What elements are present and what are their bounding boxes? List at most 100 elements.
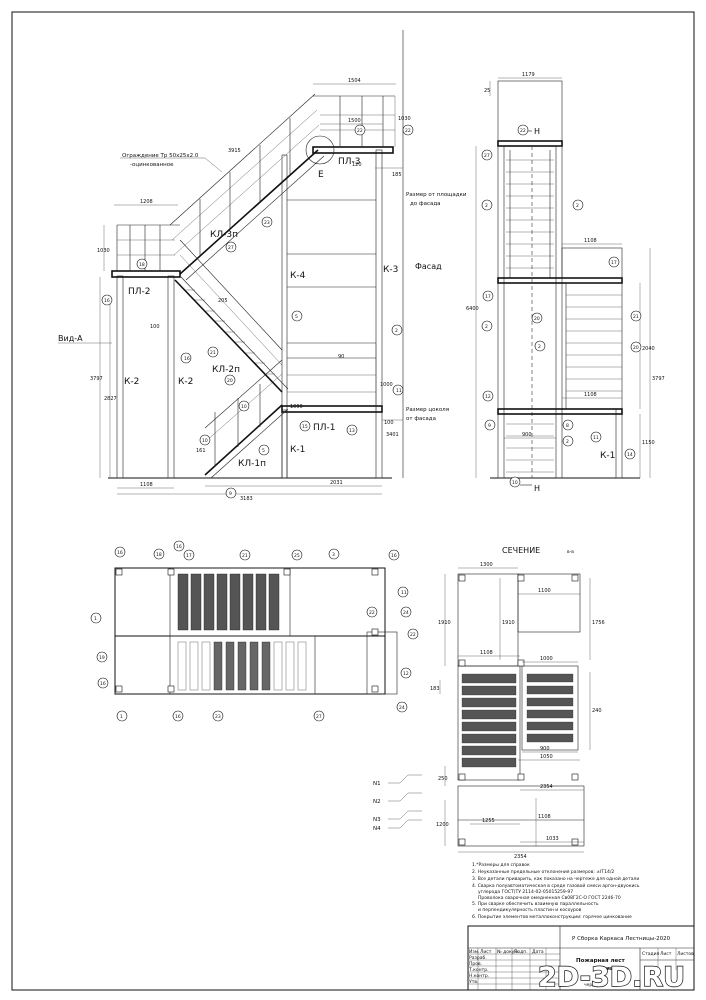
svg-text:21: 21 bbox=[210, 350, 216, 356]
label-k1-front: К-1 bbox=[600, 451, 615, 461]
label-k4: К-4 bbox=[290, 271, 306, 281]
svg-text:22: 22 bbox=[410, 632, 416, 638]
note-1: 1.*Размеры для справок bbox=[472, 862, 530, 868]
dim-s1033: 1033 bbox=[546, 836, 559, 842]
title-block-izm: Изм. bbox=[469, 949, 480, 955]
label-razmer-tsokolya-1: Размер цоколя bbox=[406, 407, 449, 413]
weld-n1: N1 bbox=[373, 781, 381, 787]
svg-text:16: 16 bbox=[391, 553, 397, 559]
plan-position-bubbles: 16 18 16 17 21 25 3 16 11 1 22 24 22 19 … bbox=[90, 540, 419, 722]
svg-text:22: 22 bbox=[405, 128, 411, 134]
dim-1000: 1000 bbox=[380, 382, 393, 388]
front-position-bubbles: 22 27 2 2 17 17 2 20 2 21 20 12 9 8 2 11… bbox=[481, 124, 642, 488]
svg-text:8: 8 bbox=[566, 423, 569, 429]
svg-text:24: 24 bbox=[403, 610, 409, 616]
dim-s1910: 1910 bbox=[438, 620, 451, 626]
dim-2827: 2827 bbox=[104, 396, 117, 402]
section-view: СЕЧЕНИЕ в-в bbox=[430, 546, 605, 860]
weld-symbols: N1 N2 N3 N4 bbox=[373, 774, 422, 832]
svg-text:10: 10 bbox=[241, 404, 247, 410]
dim-s900: 900 bbox=[540, 746, 550, 752]
label-k2-b: К-2 bbox=[178, 377, 193, 387]
svg-text:22: 22 bbox=[369, 610, 375, 616]
dim-s1100: 1100 bbox=[538, 588, 551, 594]
dim-1179: 1179 bbox=[522, 72, 535, 78]
dim-s1050: 1050 bbox=[540, 754, 553, 760]
dim-3797-front: 3797 bbox=[652, 376, 665, 382]
dim-s1756: 1756 bbox=[592, 620, 605, 626]
dim-3401: 3401 bbox=[386, 432, 399, 438]
technical-notes: 1.*Размеры для справок 2. Неуказанные пр… bbox=[472, 862, 640, 920]
svg-text:20: 20 bbox=[633, 345, 639, 351]
label-vid-a: Вид-А bbox=[58, 334, 83, 343]
svg-text:19: 19 bbox=[99, 655, 105, 661]
svg-text:22: 22 bbox=[520, 128, 526, 134]
dim-s1200: 1200 bbox=[436, 822, 449, 828]
svg-text:1: 1 bbox=[94, 616, 97, 622]
label-k2-a: К-2 bbox=[124, 377, 139, 387]
label-e: Е bbox=[318, 170, 324, 180]
title-block-doc: № докум. bbox=[497, 949, 519, 955]
label-k3: К-3 bbox=[383, 265, 398, 275]
dim-1504: 1504 bbox=[348, 78, 361, 84]
label-k1: К-1 bbox=[290, 445, 305, 455]
svg-text:18: 18 bbox=[156, 552, 162, 558]
side-position-bubbles: 18 16 16 22 22 23 27 5 2 21 20 10 11 13 … bbox=[101, 124, 414, 499]
dim-3915: 3915 bbox=[228, 148, 241, 154]
title-block-utv: Утв. bbox=[469, 979, 478, 985]
section-title-suffix: в-в bbox=[567, 550, 574, 555]
label-railing: Ограждение Тр 50х25х2.0 bbox=[122, 153, 199, 159]
svg-text:16: 16 bbox=[117, 550, 123, 556]
svg-text:17: 17 bbox=[485, 294, 491, 300]
title-block: Р Сборка Каркаса Лестницы-2020 Пожарная … bbox=[467, 925, 695, 991]
title-block-sheet-type: чертеж bbox=[584, 983, 602, 988]
watermark-logo: 2D-3D.RU bbox=[537, 961, 685, 993]
label-pl2: ПЛ-2 bbox=[128, 287, 151, 297]
title-block-listov: Листов bbox=[677, 951, 694, 957]
dim-3183: 3183 bbox=[240, 496, 253, 502]
title-block-stadia: Стадия bbox=[642, 951, 660, 957]
dim-s1108b: 1108 bbox=[538, 814, 551, 820]
dim-161: 161 bbox=[196, 448, 206, 454]
svg-text:21: 21 bbox=[633, 314, 639, 320]
svg-text:27: 27 bbox=[228, 245, 234, 251]
svg-text:2: 2 bbox=[566, 439, 569, 445]
svg-text:22: 22 bbox=[357, 128, 363, 134]
svg-text:12: 12 bbox=[403, 671, 409, 677]
plan-view: 16 18 16 17 21 25 3 16 11 1 22 24 22 19 … bbox=[90, 540, 419, 722]
svg-text:2: 2 bbox=[538, 344, 541, 350]
note-2: 2. Неуказанные предельные отклонения раз… bbox=[472, 869, 614, 875]
svg-text:10: 10 bbox=[512, 480, 518, 486]
dim-s240: 240 bbox=[592, 708, 602, 714]
svg-text:11: 11 bbox=[593, 435, 599, 441]
svg-text:2: 2 bbox=[485, 324, 488, 330]
svg-text:11: 11 bbox=[396, 388, 402, 394]
dim-1108-front-2: 1108 bbox=[584, 392, 597, 398]
dim-s250: 250 bbox=[438, 776, 448, 782]
svg-text:2: 2 bbox=[576, 203, 579, 209]
dim-25: 25 bbox=[484, 88, 490, 94]
svg-text:24: 24 bbox=[399, 705, 405, 711]
section-title: СЕЧЕНИЕ bbox=[502, 546, 540, 555]
dim-1500: 1500 bbox=[348, 118, 361, 124]
svg-text:2: 2 bbox=[395, 328, 398, 334]
dim-6400: 6400 bbox=[466, 306, 479, 312]
dim-1208: 1208 bbox=[140, 199, 153, 205]
svg-text:11: 11 bbox=[401, 590, 407, 596]
svg-text:20: 20 bbox=[227, 378, 233, 384]
dim-1108: 1108 bbox=[140, 482, 153, 488]
label-kl1p: КЛ-1п bbox=[238, 459, 266, 469]
svg-text:14: 14 bbox=[627, 452, 633, 458]
label-kl2p: КЛ-2п bbox=[212, 365, 240, 375]
note-5b: и перпендикулярность пластин и косоуров bbox=[478, 908, 582, 913]
title-block-tkontr: Т.контр. bbox=[468, 967, 489, 973]
dim-2031: 2031 bbox=[330, 480, 343, 486]
title-block-nkontr: Н.контр. bbox=[469, 973, 489, 979]
note-6: 6. Покрытие элементов металлоконструкции… bbox=[472, 914, 632, 920]
svg-text:13: 13 bbox=[349, 428, 355, 434]
dim-s1300: 1300 bbox=[480, 562, 493, 568]
svg-text:20: 20 bbox=[534, 316, 540, 322]
svg-text:15: 15 bbox=[302, 424, 308, 430]
dim-120: 120 bbox=[352, 162, 362, 168]
